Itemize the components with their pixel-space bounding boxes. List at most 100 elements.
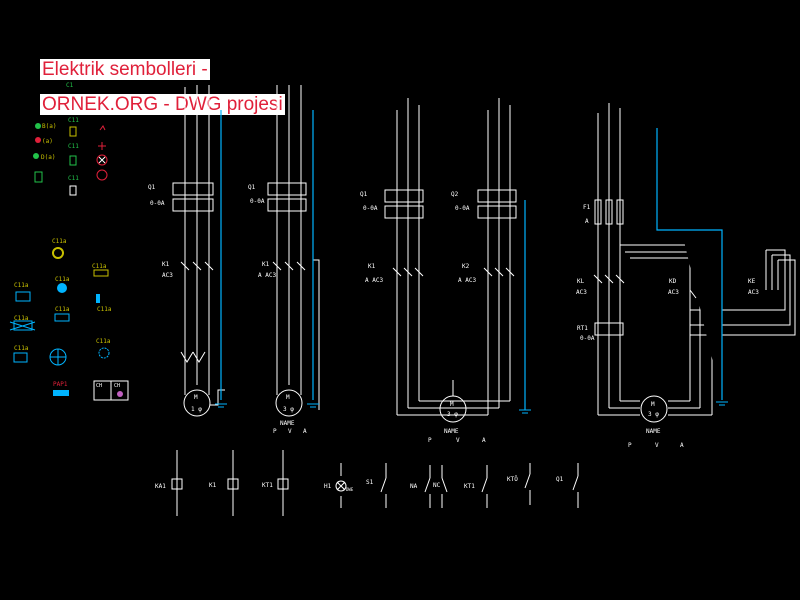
terminal-v: V xyxy=(655,442,659,449)
symbol-label: KT1 xyxy=(262,482,273,489)
symbol-label: NA xyxy=(410,483,418,490)
motor-label: M xyxy=(286,394,290,401)
relay-icon xyxy=(69,185,77,196)
terminal-v: V xyxy=(456,437,460,444)
motor-name: NAME xyxy=(280,420,295,427)
symbol-legend: C1 B(a) (a) D(a) C11 C11 C11 C11a C11a C… xyxy=(9,82,129,401)
indicator-icon xyxy=(117,391,123,397)
contactor-label: KD xyxy=(669,278,677,285)
breaker-box xyxy=(267,198,307,212)
symbol-note: DWE xyxy=(346,487,354,492)
legend-label: C11 xyxy=(68,175,79,182)
relay-range: 0-0A xyxy=(580,335,595,342)
contactor-label: K1 xyxy=(262,261,270,268)
breaker-range: 0-0A xyxy=(455,205,470,212)
page-title-line-2: ORNEK.ORG - DWG projesi xyxy=(40,94,285,115)
legend-label: C11a xyxy=(14,315,29,322)
legend-mark: D(a) xyxy=(41,154,55,161)
motor-symbol xyxy=(439,395,467,423)
legend-label: C11a xyxy=(92,263,107,270)
breaker-range: 0-0A xyxy=(250,198,265,205)
fuse-label: F1 xyxy=(583,204,591,211)
contactor-ac: A AC3 xyxy=(458,277,476,284)
sensor-icon xyxy=(57,283,67,293)
relay-icon xyxy=(69,126,77,137)
motor-symbol xyxy=(183,389,211,417)
lamp-icon xyxy=(35,137,41,143)
ground-icon xyxy=(307,403,319,408)
terminal-a: A xyxy=(482,437,486,444)
legend-label: C11a xyxy=(55,306,70,313)
breaker-box xyxy=(384,189,424,203)
legend-label: C11 xyxy=(68,143,79,150)
breaker-label: Q1 xyxy=(148,184,156,191)
breaker-range: 0-0A xyxy=(363,205,378,212)
red-symbol-icon xyxy=(98,142,106,150)
symbol-label: KTÖ xyxy=(507,476,518,483)
contactor-ac: AC3 xyxy=(748,289,759,296)
breaker-box xyxy=(384,205,424,219)
ground-icon xyxy=(215,403,227,408)
fuse-unit: A xyxy=(585,218,589,225)
symbol-label: KT1 xyxy=(464,483,475,490)
motor-phase: 1 φ xyxy=(191,406,202,413)
panel-icon xyxy=(53,390,69,396)
box-icon xyxy=(93,269,109,277)
contactor-ac: A AC3 xyxy=(258,272,276,279)
circuit-1 xyxy=(172,85,225,417)
gear-icon xyxy=(52,247,64,259)
switch-icon xyxy=(34,171,43,183)
box-icon xyxy=(54,313,70,322)
ground-icon xyxy=(519,409,531,414)
terminal-a: A xyxy=(303,428,307,435)
page-title-line-1: Elektrik sembolleri - xyxy=(40,59,210,80)
terminal-a: A xyxy=(680,442,684,449)
symbol-label: H1 xyxy=(324,483,332,490)
lamp-cross-icon xyxy=(98,156,106,164)
breaker-range: 0-0A xyxy=(150,200,165,207)
symbol-label: S1 xyxy=(366,479,374,486)
globe-icon xyxy=(50,349,66,365)
motor-symbol xyxy=(275,389,303,417)
motor-symbol-icon xyxy=(96,169,108,181)
legend-label: C11 xyxy=(68,117,79,124)
fuse-box xyxy=(594,199,602,225)
motor-name: NAME xyxy=(646,428,661,435)
contactor-ac: AC3 xyxy=(576,289,587,296)
contactor-label: K2 xyxy=(462,263,470,270)
contactor-ac: AC3 xyxy=(162,272,173,279)
terminal-p: P xyxy=(428,437,432,444)
relay-box xyxy=(594,322,624,336)
motor-label: M xyxy=(194,394,198,401)
motor-phase: 3 φ xyxy=(283,406,294,413)
symbol-label: NC xyxy=(433,482,441,489)
circuit-2 xyxy=(267,85,320,417)
breaker-label: Q1 xyxy=(248,184,256,191)
sun-icon xyxy=(98,347,110,359)
circuit-3 xyxy=(384,98,517,423)
motor-label: M xyxy=(450,401,454,408)
terminal-v: V xyxy=(288,428,292,435)
contactor-contacts xyxy=(180,261,214,271)
motor-phase: 3 φ xyxy=(447,411,458,418)
legend-mark: B(a) xyxy=(42,123,56,130)
legend-label: CH xyxy=(114,383,120,389)
breaker-label: Q1 xyxy=(360,191,368,198)
relay-icon xyxy=(69,155,77,166)
lamp-icon xyxy=(35,123,41,129)
terminal-p: P xyxy=(273,428,277,435)
legend-label: C11a xyxy=(96,338,111,345)
circuit-4 xyxy=(593,103,796,423)
fuse-box xyxy=(616,199,624,225)
motor-phase: 3 φ xyxy=(648,411,659,418)
motor-name: NAME xyxy=(444,428,459,435)
legend-label: CH xyxy=(96,383,102,389)
breaker-box xyxy=(172,198,214,212)
contactor-label: K1 xyxy=(162,261,170,268)
lamp-icon xyxy=(33,153,39,159)
legend-label: C11a xyxy=(55,276,70,283)
terminal-p: P xyxy=(628,442,632,449)
contactor-ac: A AC3 xyxy=(365,277,383,284)
breaker-box xyxy=(267,182,307,196)
